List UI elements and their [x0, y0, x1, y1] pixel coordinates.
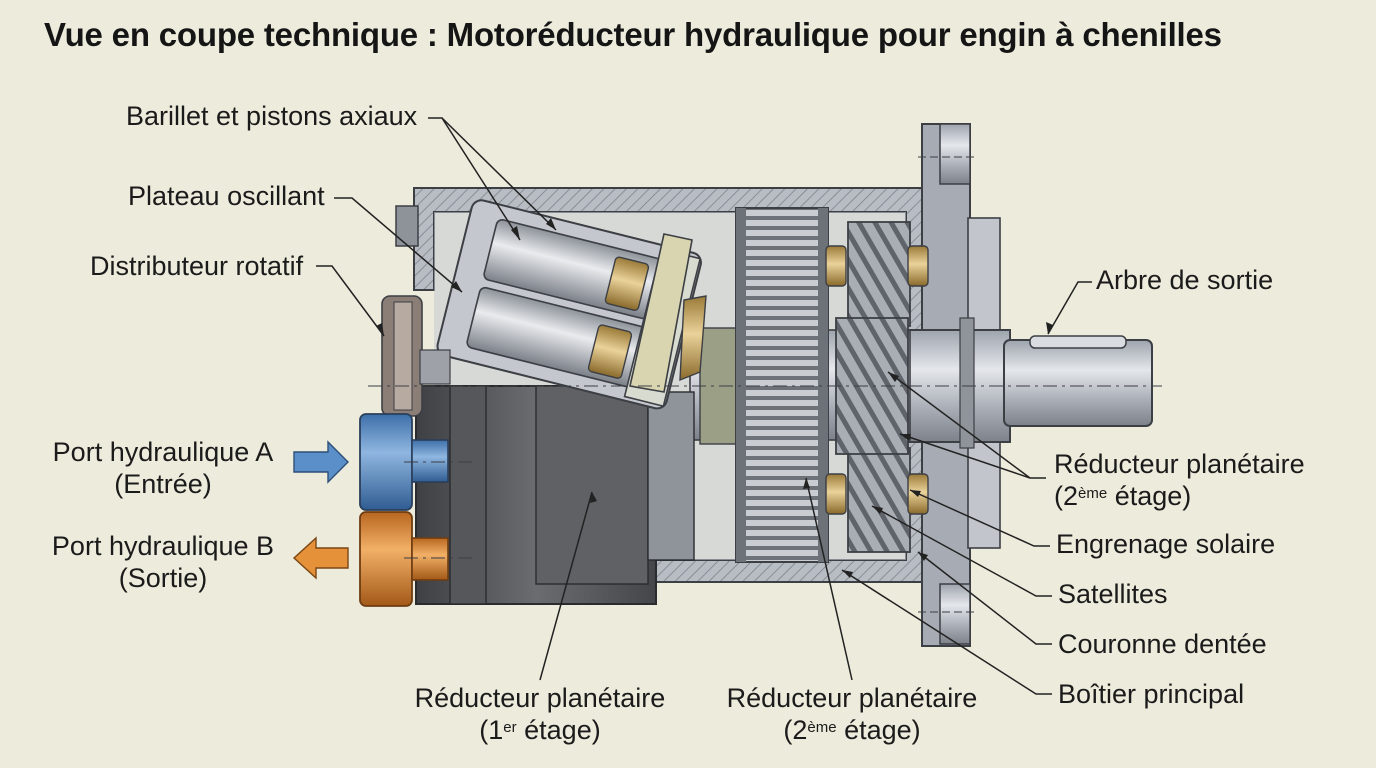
label-reducteur-2-bottom: Réducteur planétaire (2ème étage): [710, 682, 994, 746]
label-reducteur-1-line1: Réducteur planétaire: [414, 683, 666, 713]
diagram-title: Vue en coupe technique : Motoréducteur h…: [44, 16, 1222, 53]
centerlines: [368, 385, 1162, 559]
label-reducteur-2-right-line2: (2ème étage): [1054, 481, 1192, 511]
label-boitier-principal: Boîtier principal: [1058, 679, 1245, 709]
label-reducteur-2-bottom-line2: (2ème étage): [783, 715, 921, 745]
label-couronne-dentee: Couronne dentée: [1058, 629, 1267, 659]
label-reducteur-2-right: Réducteur planétaire (2ème étage): [1054, 448, 1305, 512]
label-distributeur-rotatif: Distributeur rotatif: [90, 251, 304, 281]
label-barillet: Barillet et pistons axiaux: [126, 101, 418, 131]
label-port-a-line1: Port hydraulique A: [52, 437, 274, 467]
port-b-fitting: [359, 511, 449, 607]
label-port-b-line1: Port hydraulique B: [51, 531, 275, 561]
label-engrenage-solaire: Engrenage solaire: [1056, 529, 1276, 559]
outflow-arrow: [292, 536, 349, 580]
rotary-distributor: [381, 295, 451, 417]
label-arbre-de-sortie: Arbre de sortie: [1096, 265, 1274, 295]
label-reducteur-1: Réducteur planétaire (1er étage): [398, 682, 682, 746]
label-reducteur-1-line2: (1er étage): [479, 715, 601, 745]
motor-body: [415, 385, 695, 605]
leader-lines: [316, 117, 1092, 695]
port-a-fitting: [359, 413, 449, 511]
inflow-arrow: [293, 440, 349, 484]
label-reducteur-2-bottom-line1: Réducteur planétaire: [726, 683, 978, 713]
label-port-a-line2: (Entrée): [114, 469, 212, 499]
output-shaft: [899, 317, 1153, 449]
label-plateau-oscillant: Plateau oscillant: [128, 181, 325, 211]
label-satellites: Satellites: [1058, 579, 1168, 609]
label-port-a: Port hydraulique A (Entrée): [48, 436, 278, 500]
leader-arrowheads: [376, 218, 1053, 578]
label-reducteur-2-right-line1: Réducteur planétaire: [1054, 449, 1305, 479]
planet-gears: [847, 221, 911, 553]
planet-bearings: [825, 245, 929, 515]
ring-gear: [735, 207, 829, 563]
label-port-b: Port hydraulique B (Sortie): [48, 530, 278, 594]
swash-plate: [629, 233, 707, 393]
label-port-b-line2: (Sortie): [118, 563, 208, 593]
